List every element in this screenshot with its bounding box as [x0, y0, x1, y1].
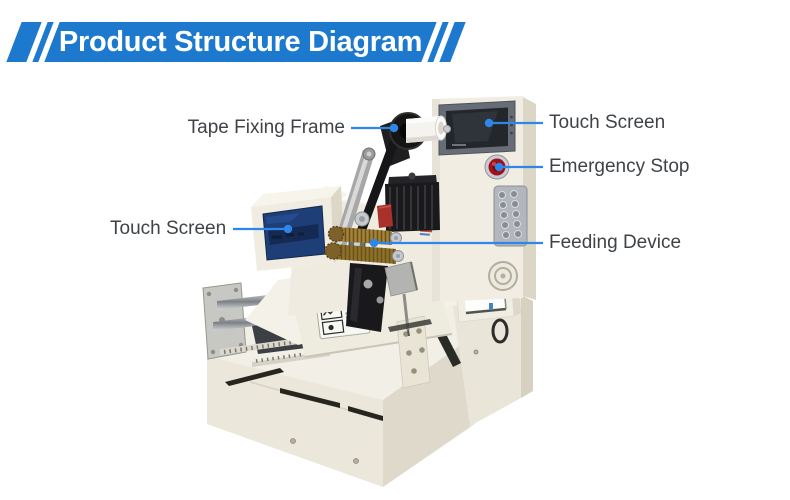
title-banner: Product Structure Diagram	[0, 0, 480, 80]
display-box	[251, 186, 344, 271]
label-emergency-stop: Emergency Stop	[549, 156, 690, 177]
feeding-device	[324, 204, 404, 264]
label-touch-screen-left: Touch Screen	[110, 218, 227, 239]
page-title: Product Structure Diagram	[58, 26, 423, 58]
label-tape-fixing-frame: Tape Fixing Frame	[187, 117, 345, 138]
label-feeding-device: Feeding Device	[549, 232, 682, 253]
pointer-feeding-device	[369, 238, 543, 248]
pointer-touch-screen-top	[484, 118, 543, 128]
display-screen	[262, 205, 326, 261]
pointer-touch-screen-left	[233, 224, 293, 234]
label-touch-screen-top: Touch Screen	[549, 112, 666, 133]
applicator-bracket	[346, 261, 432, 337]
pointer-lines	[233, 118, 543, 248]
pointer-emergency-stop	[494, 162, 543, 172]
connector-block	[493, 185, 528, 247]
tape-reel	[389, 112, 451, 150]
pointer-tape-fixing-frame	[351, 123, 399, 133]
vent	[488, 261, 518, 291]
touch-screen-panel	[438, 100, 516, 156]
stepper-motor	[385, 172, 440, 232]
control-tower	[432, 96, 536, 344]
